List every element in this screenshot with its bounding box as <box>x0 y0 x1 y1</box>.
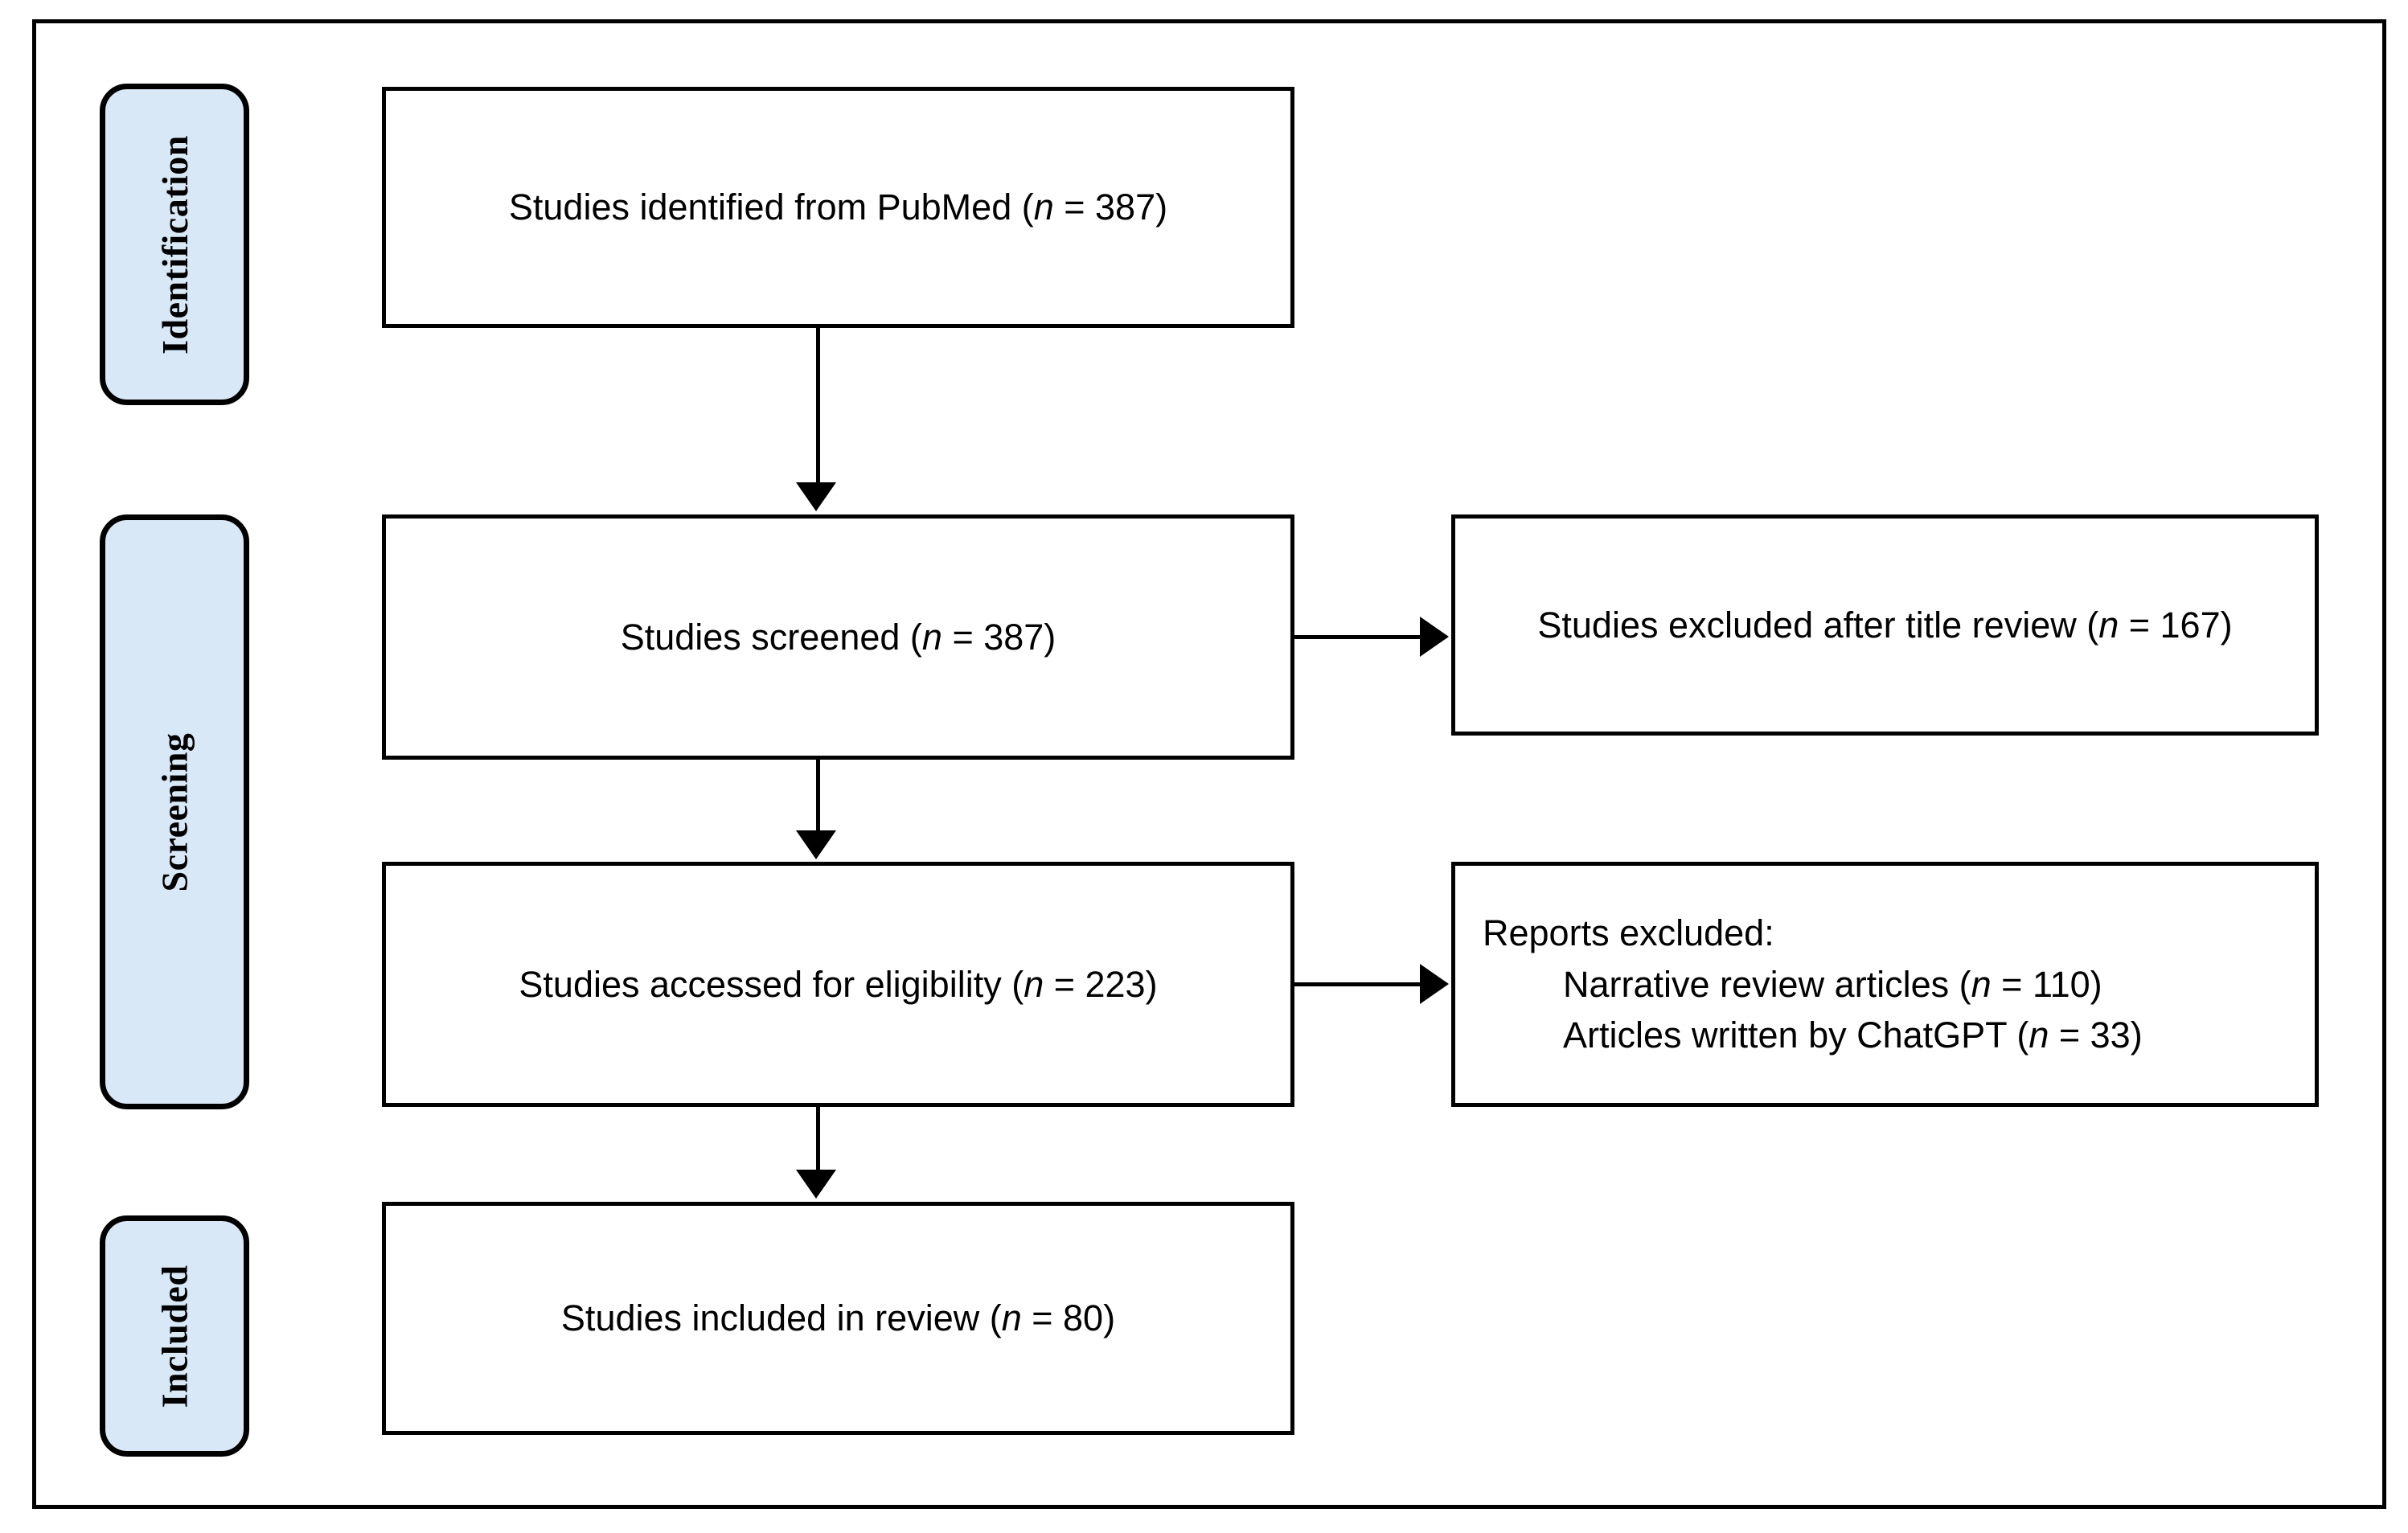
box-studies-included: Studies included in review (n = 80) <box>382 1202 1294 1435</box>
box-reports-excluded: Reports excluded: Narrative review articl… <box>1451 862 2319 1107</box>
identified-suffix: = 387) <box>1053 187 1168 228</box>
arrow-right-icon <box>1420 617 1449 657</box>
excluded-title-prefix: Studies excluded after title review ( <box>1537 604 2099 646</box>
reports-item2-n-symbol: n <box>2029 1014 2049 1056</box>
arrow-down-icon <box>796 482 836 511</box>
box-studies-excluded-title-review: Studies excluded after title review (n =… <box>1451 514 2319 736</box>
included-prefix: Studies included in review ( <box>560 1297 1002 1339</box>
eligibility-suffix: = 223) <box>1044 963 1158 1005</box>
diagram-outer-border <box>32 19 2386 1509</box>
identified-n-symbol: n <box>1033 187 1054 228</box>
arrow-down-icon <box>796 830 836 859</box>
box-studies-eligibility: Studies accessed for eligibility (n = 22… <box>382 862 1294 1107</box>
connector-identified-to-screened <box>816 328 820 486</box>
eligibility-n-symbol: n <box>1024 963 1044 1005</box>
included-suffix: = 80) <box>1021 1297 1116 1339</box>
stage-label-identification-text: Identification <box>154 134 195 355</box>
reports-item1-prefix: Narrative review articles ( <box>1563 963 1971 1005</box>
included-n-symbol: n <box>1001 1297 1022 1339</box>
reports-excluded-item-1: Narrative review articles (n = 110) <box>1483 959 2287 1010</box>
reports-item1-n-symbol: n <box>1971 963 1992 1005</box>
screened-prefix: Studies screened ( <box>620 616 922 658</box>
reports-excluded-item-2: Articles written by ChatGPT (n = 33) <box>1483 1010 2287 1061</box>
eligibility-prefix: Studies accessed for eligibility ( <box>519 963 1024 1005</box>
box-studies-screened: Studies screened (n = 387) <box>382 514 1294 760</box>
box-reports-excluded-text: Reports excluded: Narrative review articl… <box>1455 908 2315 1062</box>
stage-label-screening-text: Screening <box>154 732 195 892</box>
stage-label-identification: Identification <box>100 84 249 405</box>
arrow-right-icon <box>1420 964 1449 1004</box>
screened-n-symbol: n <box>921 616 942 658</box>
connector-eligibility-to-reports-excluded <box>1294 982 1423 986</box>
connector-screened-to-excluded-title <box>1294 635 1423 639</box>
arrow-down-icon <box>796 1170 836 1199</box>
connector-screened-to-eligibility <box>816 760 820 833</box>
box-studies-screened-text: Studies screened (n = 387) <box>386 612 1290 663</box>
box-studies-identified: Studies identified from PubMed (n = 387) <box>382 87 1294 328</box>
reports-item1-suffix: = 110) <box>1991 963 2102 1005</box>
reports-item2-prefix: Articles written by ChatGPT ( <box>1563 1014 2029 1056</box>
identified-prefix: Studies identified from PubMed ( <box>508 187 1034 228</box>
stage-label-included-text: Included <box>154 1265 195 1408</box>
box-studies-eligibility-text: Studies accessed for eligibility (n = 22… <box>386 959 1290 1010</box>
box-studies-excluded-title-review-text: Studies excluded after title review (n =… <box>1455 600 2315 651</box>
stage-label-included: Included <box>100 1215 249 1457</box>
excluded-title-n-symbol: n <box>2098 604 2119 646</box>
box-studies-identified-text: Studies identified from PubMed (n = 387) <box>386 182 1290 233</box>
reports-item2-suffix: = 33) <box>2049 1014 2143 1056</box>
box-studies-included-text: Studies included in review (n = 80) <box>386 1293 1290 1344</box>
stage-label-screening: Screening <box>100 514 249 1109</box>
connector-eligibility-to-included <box>816 1107 820 1173</box>
screened-suffix: = 387) <box>941 616 1056 658</box>
reports-excluded-heading: Reports excluded: <box>1483 912 1774 953</box>
excluded-title-suffix: = 167) <box>2119 604 2233 646</box>
